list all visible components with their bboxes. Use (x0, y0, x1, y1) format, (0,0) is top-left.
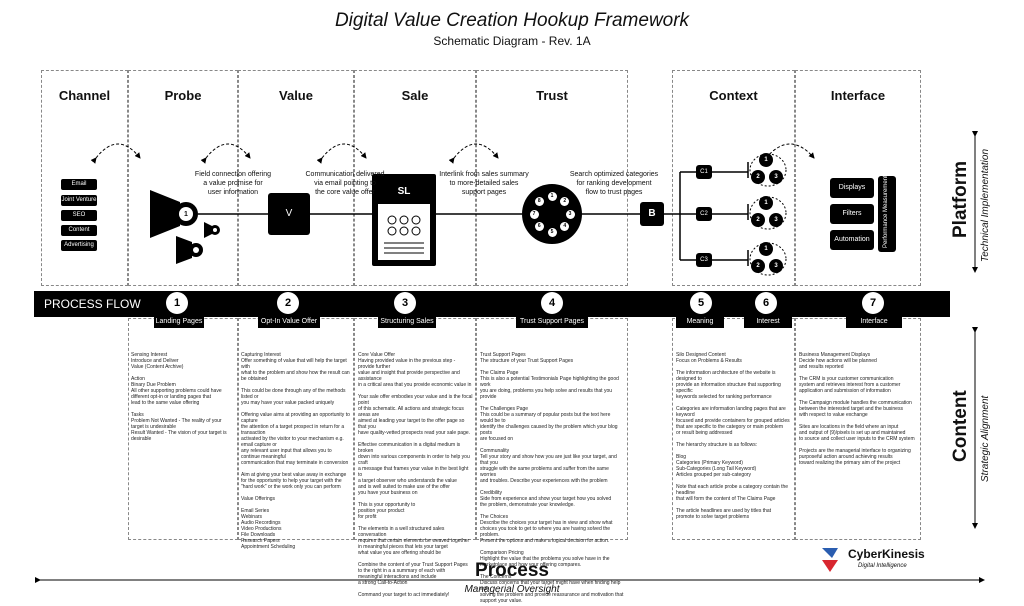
step-label-trust-support: Trust Support Pages (516, 316, 588, 328)
content-text-meaning: Silo Designed Content Focus on Problems … (676, 352, 790, 520)
step-label-meaning: Meaning (676, 316, 724, 328)
interface-displays: Displays (830, 178, 874, 198)
column-frame-channel (41, 70, 128, 286)
context-subnode-1-1: 1 (764, 157, 768, 163)
arc-arrow-value-sale (316, 143, 367, 164)
step-number-4: 4 (541, 292, 563, 314)
column-header-context: Context (709, 88, 758, 103)
trust-node-7: 7 (529, 209, 539, 219)
process-flow-label: PROCESS FLOW (44, 297, 141, 311)
annotation-sale-trust: Interlink from sales summary to more-det… (439, 171, 529, 196)
step-label-interface: Interface (846, 316, 902, 328)
column-header-trust: Trust (536, 88, 568, 103)
context-subnode-1-3: 3 (774, 174, 778, 180)
channel-item-content: Content (61, 225, 97, 236)
value-box: V (268, 193, 310, 235)
context-subnode-3-3: 3 (774, 263, 778, 269)
process-label: Process (475, 560, 549, 581)
step-number-7: 7 (862, 292, 884, 314)
column-header-value: Value (279, 88, 313, 103)
content-text-trust: Trust Support Pages The structure of you… (480, 352, 624, 604)
content-text-optin: Capturing Interest Offer something of va… (241, 352, 350, 550)
column-header-probe: Probe (164, 88, 202, 103)
arc-arrow-probe-value (200, 143, 251, 164)
step-number-3: 3 (394, 292, 416, 314)
column-header-interface: Interface (830, 88, 886, 103)
interface-performance-measurement: Performance Measurement (878, 175, 896, 252)
channel-item-advertising: Advertising (61, 240, 97, 251)
context-subnode-3-1: 1 (764, 246, 768, 252)
channel-item-seo: SEO (61, 210, 97, 221)
context-subnode-3-2: 2 (756, 263, 760, 269)
content-frame-meaning (672, 318, 795, 540)
probe-funnel-large (150, 190, 198, 238)
trust-node-4: 4 (560, 222, 570, 232)
context-subnode-dashed-rings (749, 153, 787, 276)
column-frame-interface (795, 70, 921, 286)
performance-measurement-label: Performance Measurement (883, 175, 889, 248)
platform-sublabel: Technical Implementation (980, 148, 991, 262)
diagram-subtitle: Schematic Diagram - Rev. 1A (433, 34, 591, 48)
channel-item-email: Email (61, 179, 97, 190)
sale-box-label: SL (397, 186, 411, 197)
context-branch-c1: C1 (696, 165, 712, 179)
trust-node-8: 8 (534, 196, 544, 206)
context-subnode-2-3: 3 (774, 217, 778, 223)
sale-document-shape (372, 174, 436, 266)
content-sublabel: Strategic Alignment (980, 395, 991, 482)
column-header-channel: Channel (58, 88, 111, 103)
arc-arrow-context-interface (760, 143, 815, 164)
diagram-title: Digital Value Creation Hookup Framework (334, 10, 690, 31)
step-label-opt-in: Opt-In Value Offer (258, 316, 320, 328)
arc-arrow-sale-trust (448, 143, 499, 164)
content-text-interface: Business Management Displays Decide how … (799, 352, 915, 466)
step-number-2: 2 (277, 292, 299, 314)
context-hub-b: B (640, 202, 664, 226)
trust-node-3: 3 (565, 209, 575, 219)
step-label-structuring-sales: Structuring Sales (378, 316, 436, 328)
context-branch-c2: C2 (696, 207, 712, 221)
trust-node-2: 2 (560, 196, 570, 206)
step-number-6: 6 (755, 292, 777, 314)
column-frame-context (672, 70, 795, 286)
context-branch-c3: C3 (696, 253, 712, 267)
annotation-value-sale: Communication delivered via email pointi… (305, 171, 385, 196)
context-subnode-1-2: 2 (756, 174, 760, 180)
context-tree-lines (664, 162, 749, 266)
trust-node-1: 1 (547, 191, 557, 201)
step-number-5: 5 (690, 292, 712, 314)
probe-node-label: 1 (184, 211, 188, 218)
step-label-landing-pages: Landing Pages (154, 316, 204, 328)
annotation-probe-value: Field connection offering a value promis… (194, 171, 272, 196)
context-subnode-2-1: 1 (764, 200, 768, 206)
oversight-label: Managerial Oversight (464, 584, 560, 595)
content-label: Content (950, 390, 971, 462)
arc-arrow-channel-probe (90, 143, 141, 164)
channel-item-joint-venture: Joint Venture (61, 195, 97, 206)
trust-node-5: 5 (547, 227, 557, 237)
platform-label: Platform (950, 160, 971, 238)
content-text-sales: Core Value Offer Having provided value i… (358, 352, 473, 598)
logo-name: CyberKinesis (848, 547, 925, 561)
interface-automation: Automation (830, 230, 874, 250)
interface-filters: Filters (830, 204, 874, 224)
column-frame-trust (476, 70, 628, 286)
trust-node-6: 6 (534, 222, 544, 232)
logo-tagline: Digital Intelligence (858, 563, 907, 569)
annotation-trust-context: Search optimized categories for ranking … (569, 171, 659, 196)
step-number-1: 1 (166, 292, 188, 314)
column-frame-value (238, 70, 354, 286)
probe-funnel-small (204, 222, 220, 238)
column-header-sale: Sale (401, 88, 429, 103)
probe-funnel-medium (176, 236, 203, 264)
column-frame-probe (128, 70, 238, 286)
step-label-interest: Interest (744, 316, 792, 328)
context-subnode-2-2: 2 (756, 217, 760, 223)
column-frame-sale (354, 70, 476, 286)
logo-mark (822, 548, 838, 572)
content-text-landing: Sensing Interest Introduce and Deliver V… (131, 352, 227, 442)
